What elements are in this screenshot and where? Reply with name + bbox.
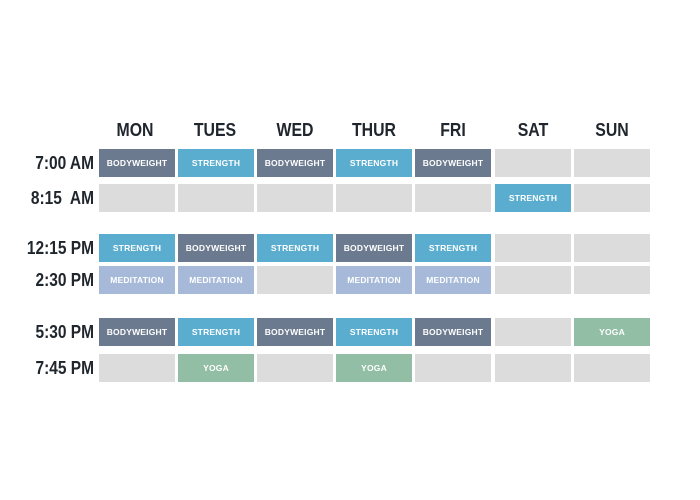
empty-slot — [336, 184, 412, 212]
empty-slot — [415, 354, 491, 382]
activity-strength: STRENGTH — [336, 149, 412, 177]
empty-slot — [574, 184, 650, 212]
activity-yoga: YOGA — [336, 354, 412, 382]
day-header-sun: SUN — [595, 120, 629, 140]
activity-bodyweight: BODYWEIGHT — [415, 318, 491, 346]
day-header-wed: WED — [276, 120, 314, 140]
time-label: 7:45 PM — [35, 358, 94, 378]
time-label: 8:15 AM — [30, 188, 94, 208]
time-label: 7:00 AM — [35, 153, 94, 173]
empty-slot — [495, 149, 571, 177]
activity-bodyweight: BODYWEIGHT — [257, 318, 333, 346]
empty-slot — [257, 266, 333, 294]
day-header-fri: FRI — [440, 120, 466, 140]
empty-slot — [574, 354, 650, 382]
time-label: 2:30 PM — [35, 270, 94, 290]
activity-meditation: MEDITATION — [178, 266, 254, 294]
activity-yoga: YOGA — [178, 354, 254, 382]
empty-slot — [495, 318, 571, 346]
activity-strength: STRENGTH — [257, 234, 333, 262]
empty-slot — [257, 184, 333, 212]
activity-bodyweight: BODYWEIGHT — [415, 149, 491, 177]
activity-bodyweight: BODYWEIGHT — [336, 234, 412, 262]
empty-slot — [495, 234, 571, 262]
day-header-mon: MON — [116, 120, 154, 140]
activity-strength: STRENGTH — [178, 149, 254, 177]
empty-slot — [99, 354, 175, 382]
activity-bodyweight: BODYWEIGHT — [178, 234, 254, 262]
activity-yoga: YOGA — [574, 318, 650, 346]
empty-slot — [574, 266, 650, 294]
activity-bodyweight: BODYWEIGHT — [99, 149, 175, 177]
activity-bodyweight: BODYWEIGHT — [99, 318, 175, 346]
activity-meditation: MEDITATION — [415, 266, 491, 294]
activity-strength: STRENGTH — [495, 184, 571, 212]
activity-strength: STRENGTH — [99, 234, 175, 262]
activity-strength: STRENGTH — [415, 234, 491, 262]
day-header-sat: SAT — [517, 120, 549, 140]
activity-strength: STRENGTH — [178, 318, 254, 346]
day-header-thur: THUR — [352, 120, 396, 140]
empty-slot — [178, 184, 254, 212]
empty-slot — [99, 184, 175, 212]
empty-slot — [574, 149, 650, 177]
empty-slot — [257, 354, 333, 382]
activity-meditation: MEDITATION — [336, 266, 412, 294]
time-label: 12:15 PM — [26, 238, 94, 258]
activity-bodyweight: BODYWEIGHT — [257, 149, 333, 177]
day-header-tues: TUES — [193, 120, 237, 140]
activity-strength: STRENGTH — [336, 318, 412, 346]
empty-slot — [495, 354, 571, 382]
empty-slot — [574, 234, 650, 262]
time-label: 5:30 PM — [35, 322, 94, 342]
activity-meditation: MEDITATION — [99, 266, 175, 294]
empty-slot — [415, 184, 491, 212]
empty-slot — [495, 266, 571, 294]
